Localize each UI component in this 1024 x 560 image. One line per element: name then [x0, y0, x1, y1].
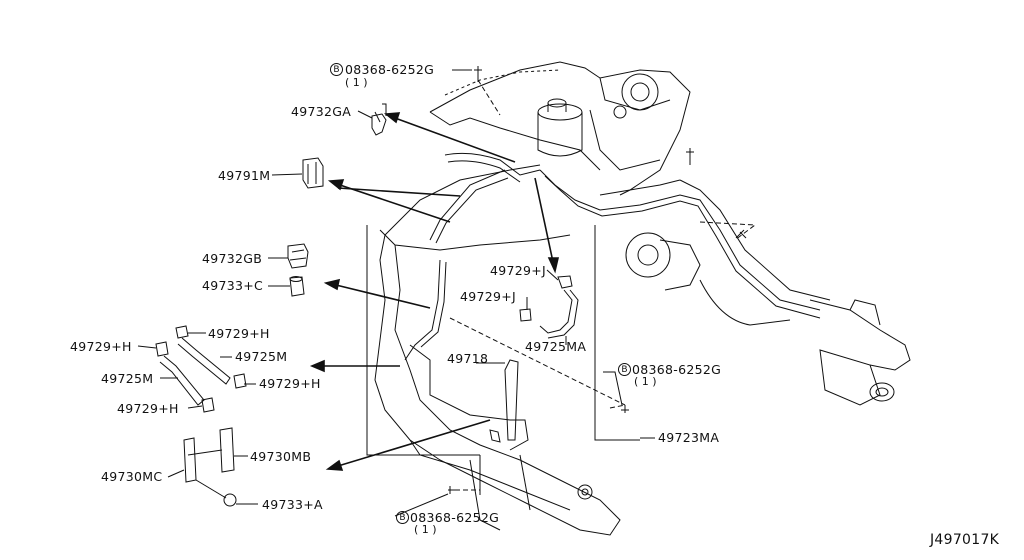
- reservoir-tank-drawing: [537, 98, 583, 157]
- qty-bolt-right: ( 1 ): [634, 375, 657, 388]
- callout-arrows: [309, 112, 560, 471]
- label-49732GB: 49732GB: [202, 251, 263, 266]
- steering-gear-drawing: [625, 232, 911, 406]
- label-bolt-top: 08368-6252G: [345, 62, 435, 77]
- label-49732GA: 49732GA: [291, 104, 352, 119]
- label-49725MA: 49725MA: [525, 339, 587, 354]
- reference-dashed-lines: [449, 79, 757, 491]
- part-49725M-hoses-drawing: [155, 325, 247, 413]
- label-49733A: 49733+A: [262, 497, 323, 512]
- label-49729J-b: 49729+J: [460, 289, 517, 304]
- label-49730MB: 49730MB: [250, 449, 312, 464]
- label-49718: 49718: [447, 351, 489, 366]
- part-49730-brackets-drawing: [183, 427, 237, 507]
- bolt-symbol-bottom: B: [396, 511, 409, 524]
- bolt-drawings: [448, 66, 747, 494]
- label-49723MA: 49723MA: [658, 430, 720, 445]
- label-49729H-d: 49729+H: [117, 401, 179, 416]
- qty-bolt-top: ( 1 ): [345, 76, 368, 89]
- label-49729J-a: 49729+J: [490, 263, 547, 278]
- label-49725M-a: 49725M: [235, 349, 288, 364]
- label-49729H-a: 49729+H: [208, 326, 270, 341]
- bolt-symbol-top: B: [330, 63, 343, 76]
- bolt-symbol-right: B: [618, 363, 631, 376]
- label-49791M: 49791M: [218, 168, 271, 183]
- part-49729J-49725MA-drawing: [519, 275, 579, 339]
- qty-bolt-bottom: ( 1 ): [414, 523, 437, 536]
- label-bolt-right: 08368-6252G: [632, 362, 722, 377]
- vehicle-frame-drawing: [374, 61, 691, 536]
- leader-lines: [137, 69, 655, 517]
- part-49733C-drawing: [289, 276, 305, 297]
- label-49733C: 49733+C: [202, 278, 264, 293]
- part-49791M-drawing: [302, 157, 324, 189]
- label-49729H-c: 49729+H: [259, 376, 321, 391]
- part-49732GA-drawing: [371, 103, 387, 136]
- label-49730MC: 49730MC: [101, 469, 163, 484]
- label-bolt-bottom: 08368-6252G: [410, 510, 500, 525]
- hose-lines-drawing: [404, 152, 831, 451]
- label-49725M-b: 49725M: [101, 371, 154, 386]
- assembly-bracket-lines: [366, 225, 640, 495]
- part-49732GB-drawing: [287, 243, 309, 269]
- diagram-code: J497017K: [930, 532, 1000, 548]
- label-49729H-b: 49729+H: [70, 339, 132, 354]
